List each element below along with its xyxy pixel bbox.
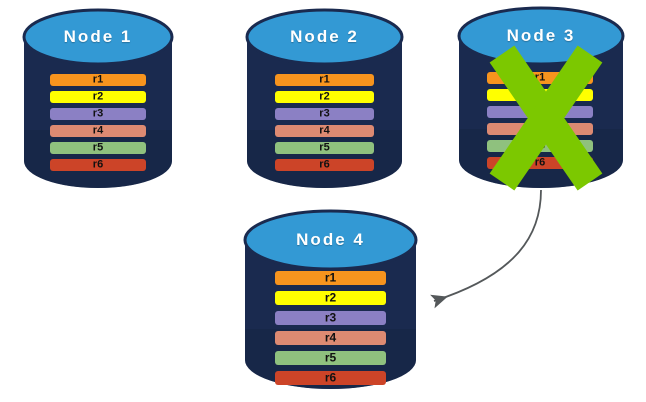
row-label: r5: [92, 141, 104, 153]
node-4-row-r5: r5: [275, 351, 386, 365]
node-2-row-r3: r3: [275, 108, 374, 120]
node-2[interactable]: Node 2 r1 r2 r3 r4 r5 r6: [245, 8, 404, 188]
row-label: r5: [324, 350, 337, 365]
node-2-row-r2: r2: [275, 91, 374, 103]
node-1-row-r6: r6: [50, 159, 146, 171]
node-1[interactable]: Node 1 r1 r2 r3 r4 r5 r6: [22, 8, 174, 188]
arrow-path: [430, 189, 542, 309]
row-label: r4: [324, 330, 337, 345]
node-2-row-r5: r5: [275, 142, 374, 154]
node-1-row-r4: r4: [50, 125, 146, 137]
node-4-row-r6: r6: [275, 371, 386, 385]
row-label: r2: [92, 90, 104, 102]
row-label: r2: [319, 90, 330, 102]
node-1-row-r1: r1: [50, 74, 146, 86]
row-label: r1: [92, 73, 104, 85]
row-label: r1: [319, 73, 330, 85]
row-label: r3: [324, 310, 337, 325]
node-2-row-r6: r6: [275, 159, 374, 171]
row-label: r6: [324, 370, 337, 385]
node-1-row-r2: r2: [50, 91, 146, 103]
node-2-row-r1: r1: [275, 74, 374, 86]
row-label: r3: [319, 107, 330, 119]
node-4-row-r2: r2: [275, 291, 386, 305]
row-label: r4: [319, 124, 330, 136]
node-1-row-r3: r3: [50, 108, 146, 120]
row-label: r5: [319, 141, 330, 153]
row-label: r2: [324, 290, 337, 305]
node-1-row-r5: r5: [50, 142, 146, 154]
row-label: r1: [324, 270, 337, 285]
row-label: r4: [92, 124, 104, 136]
row-label: r6: [92, 158, 104, 170]
node-4-row-r1: r1: [275, 271, 386, 285]
node-4[interactable]: Node 4 r1 r2 r3 r4 r5 r6: [243, 209, 418, 389]
node-4-row-r4: r4: [275, 331, 386, 345]
node-4-row-r3: r3: [275, 311, 386, 325]
row-label: r6: [319, 158, 330, 170]
node-2-row-r4: r4: [275, 125, 374, 137]
row-label: r3: [92, 107, 104, 119]
